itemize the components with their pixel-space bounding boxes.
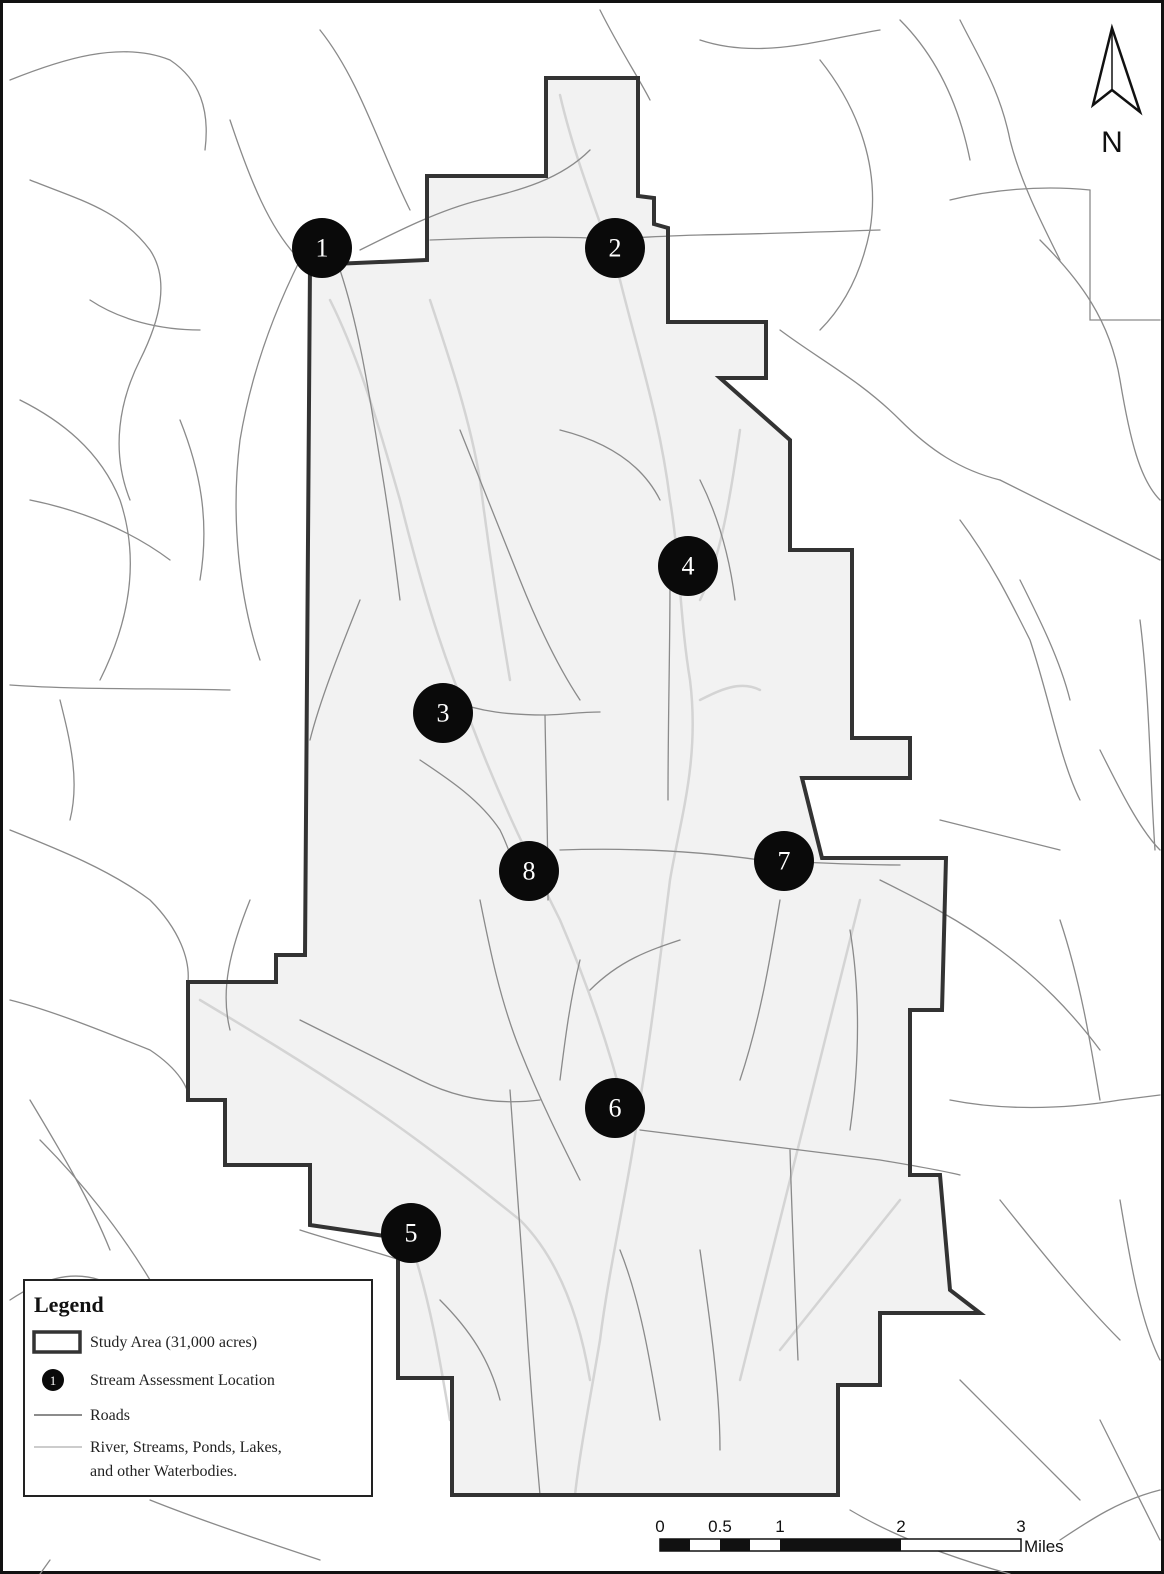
legend-marker-label: Stream Assessment Location <box>90 1372 275 1389</box>
marker-3[interactable]: 3 <box>413 683 473 743</box>
scale-bar: 0 0.5 1 2 3 Miles <box>655 1517 1063 1556</box>
north-arrow: N <box>1090 23 1143 159</box>
legend-study-area-swatch <box>32 1330 82 1354</box>
marker-label: 1 <box>316 234 329 263</box>
marker-1[interactable]: 1 <box>292 218 352 278</box>
waterbodies-layer <box>198 93 902 1497</box>
marker-label: 3 <box>437 699 450 728</box>
marker-2[interactable]: 2 <box>585 218 645 278</box>
scale-unit: Miles <box>1024 1537 1064 1556</box>
marker-label: 7 <box>778 847 791 876</box>
scale-tick-2: 2 <box>896 1517 905 1536</box>
legend-title: Legend <box>34 1292 104 1317</box>
study-area-boundary <box>186 76 986 1497</box>
marker-label: 5 <box>405 1219 418 1248</box>
marker-label: 8 <box>523 857 536 886</box>
marker-label: 2 <box>609 234 622 263</box>
scale-tick-1: 1 <box>775 1517 784 1536</box>
legend-marker-swatch <box>42 1369 64 1391</box>
marker-6[interactable]: 6 <box>585 1078 645 1138</box>
legend-water-label-line1: River, Streams, Ponds, Lakes, <box>90 1439 282 1456</box>
marker-4[interactable]: 4 <box>658 536 718 596</box>
study-area-fill <box>188 78 980 1495</box>
scale-tick-0-5: 0.5 <box>708 1517 732 1536</box>
marker-8[interactable]: 8 <box>499 841 559 901</box>
stream-assessment-markers: 1 2 3 4 5 6 7 8 <box>292 218 814 1263</box>
marker-label: 4 <box>682 552 695 581</box>
scale-tick-3: 3 <box>1016 1517 1025 1536</box>
scale-tick-0: 0 <box>655 1517 664 1536</box>
legend: Legend Study Area (31,000 acres) 1 Strea… <box>23 1279 373 1497</box>
marker-5[interactable]: 5 <box>381 1203 441 1263</box>
legend-roads-label: Roads <box>90 1407 130 1424</box>
north-label: N <box>1101 126 1123 159</box>
legend-water-label-line2: and other Waterbodies. <box>90 1463 237 1480</box>
legend-marker-number: 1 <box>50 1373 57 1388</box>
marker-label: 6 <box>609 1094 622 1123</box>
legend-study-area-label: Study Area (31,000 acres) <box>90 1334 257 1351</box>
marker-7[interactable]: 7 <box>754 831 814 891</box>
